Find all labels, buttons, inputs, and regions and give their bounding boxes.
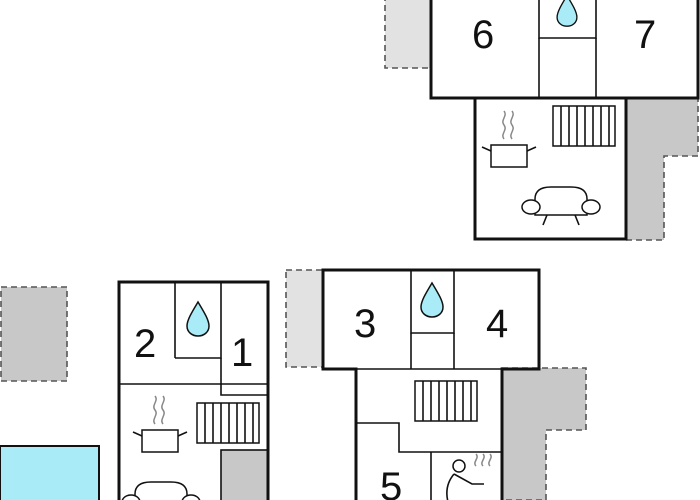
terrace-middle [285,269,324,368]
terrace-top-right [625,97,699,241]
room-number-6: 6 [472,13,494,57]
house-middle [321,268,541,500]
terrace-left [0,286,68,382]
sofa-icon [521,186,601,226]
radiator-icon [552,105,616,147]
water-drop-icon [556,0,578,27]
radiator-icon [196,402,260,444]
room-number-5: 5 [380,465,402,500]
cooking-pot-icon [132,395,188,453]
room-number-4: 4 [486,302,508,346]
room-number-1: 1 [231,331,253,375]
house-left [117,280,270,500]
pool [0,445,100,500]
radiator-icon [414,380,478,422]
terrace-top-left [384,0,432,69]
house-top [429,0,700,241]
sauna-icon [446,453,492,500]
water-drop-icon [186,301,210,337]
terrace-bottom-right [501,367,587,500]
room-number-7: 7 [634,13,656,57]
room-number-2: 2 [134,322,156,366]
terrace-small [220,449,269,500]
sofa-icon [121,481,201,500]
cooking-pot-icon [481,110,537,168]
water-drop-icon [420,282,444,318]
room-number-3: 3 [354,302,376,346]
